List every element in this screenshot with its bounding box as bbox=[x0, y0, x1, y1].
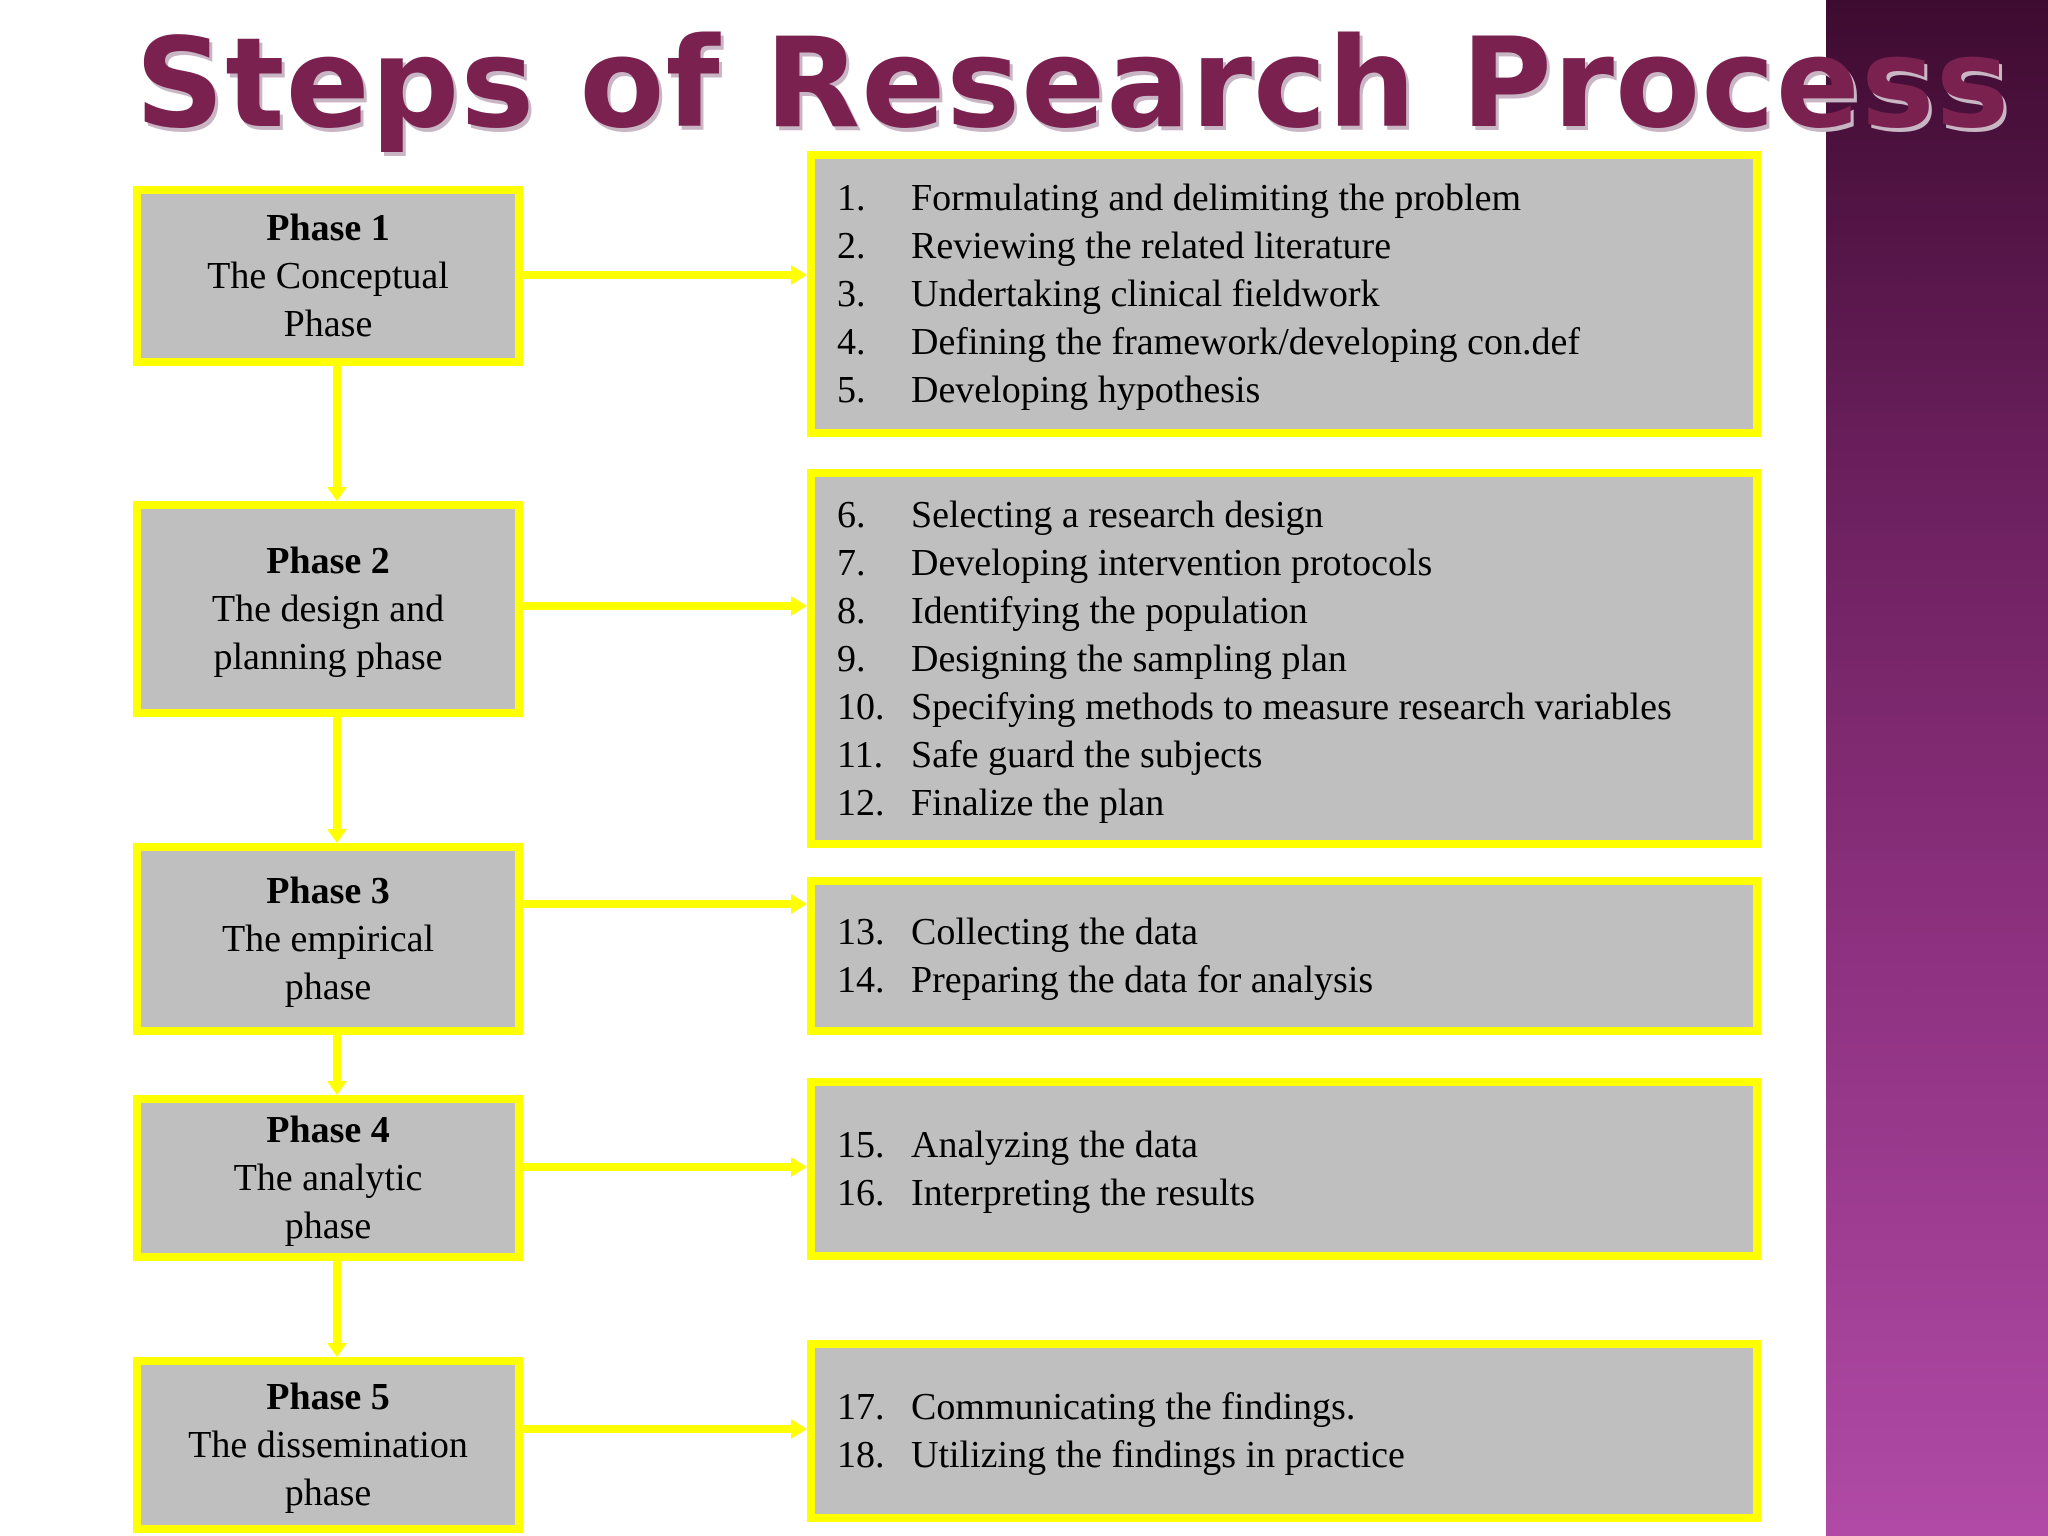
step-number: 18. bbox=[837, 1434, 885, 1476]
step-text: Safe guard the subjects bbox=[911, 733, 1263, 776]
phase-4-label: Phase 4 bbox=[266, 1109, 390, 1151]
phase-5-steps-box: 17. Communicating the findings. 18. Utilizi… bbox=[807, 1340, 1761, 1522]
arrow-head bbox=[327, 829, 347, 843]
arrow-head bbox=[791, 596, 807, 616]
step-number: 4. bbox=[837, 321, 866, 363]
phase-5-description: The dissemination phase bbox=[188, 1424, 468, 1514]
step-number: 5. bbox=[837, 369, 866, 411]
step-text: Communicating the findings. bbox=[911, 1386, 1356, 1428]
arrow-head bbox=[791, 894, 807, 914]
phase-3-steps-box: 13. Collecting the data 14. Preparing the d… bbox=[807, 877, 1761, 1035]
step-text: Identifying the population bbox=[911, 589, 1308, 632]
arrow-head bbox=[791, 1157, 807, 1177]
arrow-head bbox=[327, 1081, 347, 1095]
step-text: Reviewing the related literature bbox=[911, 225, 1392, 267]
step-text: Interpreting the results bbox=[911, 1172, 1256, 1214]
step-item: 1. Formulating and delimiting the problem bbox=[837, 174, 1753, 222]
phase-1-label: Phase 1 bbox=[266, 207, 390, 249]
step-text: Preparing the data for analysis bbox=[911, 959, 1374, 1001]
phase-1-steps-list: 1. Formulating and delimiting the problem… bbox=[837, 174, 1753, 414]
step-item: 7. Developing intervention protocols bbox=[837, 539, 1753, 587]
phase-5-box: Phase 5 The dissemination phase bbox=[133, 1357, 523, 1533]
phase-3-label: Phase 3 bbox=[266, 870, 390, 912]
phase-2-description: The design and planning phase bbox=[211, 588, 445, 678]
phase-2-steps-box: 6. Selecting a research design 7. Developin… bbox=[807, 469, 1761, 848]
step-number: 10. bbox=[837, 685, 885, 728]
page-title: Steps of Research Process bbox=[135, 12, 2011, 156]
step-text: Defining the framework/developing con.de… bbox=[911, 321, 1580, 363]
step-text: Developing hypothesis bbox=[911, 369, 1261, 411]
step-item: 16. Interpreting the results bbox=[837, 1169, 1753, 1217]
step-number: 13. bbox=[837, 911, 885, 953]
step-item: 13. Collecting the data bbox=[837, 908, 1753, 956]
step-number: 8. bbox=[837, 589, 866, 632]
step-number: 9. bbox=[837, 637, 866, 680]
step-item: 3. Undertaking clinical fieldwork bbox=[837, 270, 1753, 318]
phase-2-steps-list: 6. Selecting a research design 7. Developin… bbox=[837, 491, 1753, 827]
arrow-head bbox=[327, 1343, 347, 1357]
step-item: 14. Preparing the data for analysis bbox=[837, 956, 1753, 1004]
phase-4-box: Phase 4 The analytic phase bbox=[133, 1095, 523, 1261]
phase-3-description: The empirical phase bbox=[221, 918, 435, 1008]
step-number: 16. bbox=[837, 1172, 885, 1214]
step-text: Developing intervention protocols bbox=[911, 541, 1433, 584]
step-item: 17. Communicating the findings. bbox=[837, 1383, 1753, 1431]
phase-1-description: The Conceptual Phase bbox=[207, 255, 449, 345]
step-item: 18. Utilizing the findings in practice bbox=[837, 1431, 1753, 1479]
phase-5-label: Phase 5 bbox=[266, 1376, 390, 1418]
phase-4-steps-list: 15. Analyzing the data 16. Interpreting the… bbox=[837, 1121, 1753, 1217]
step-number: 6. bbox=[837, 493, 866, 536]
step-text: Selecting a research design bbox=[911, 493, 1324, 536]
step-number: 11. bbox=[837, 733, 884, 776]
step-number: 7. bbox=[837, 541, 866, 584]
phase-4-steps-box: 15. Analyzing the data 16. Interpreting the… bbox=[807, 1078, 1761, 1260]
step-text: Finalize the plan bbox=[911, 781, 1165, 824]
step-item: 9. Designing the sampling plan bbox=[837, 635, 1753, 683]
arrow-head bbox=[791, 265, 807, 285]
step-text: Specifying methods to measure research v… bbox=[911, 685, 1672, 728]
step-number: 3. bbox=[837, 273, 866, 315]
step-text: Analyzing the data bbox=[911, 1124, 1199, 1166]
phase-3-steps-list: 13. Collecting the data 14. Preparing the d… bbox=[837, 908, 1753, 1004]
step-item: 4. Defining the framework/developing con.… bbox=[837, 318, 1753, 366]
step-item: 2. Reviewing the related literature bbox=[837, 222, 1753, 270]
phase-1-box: Phase 1 The Conceptual Phase bbox=[133, 186, 523, 366]
decorative-side-band bbox=[1826, 0, 2048, 1536]
step-number: 2. bbox=[837, 225, 866, 267]
phase-3-box: Phase 3 The empirical phase bbox=[133, 843, 523, 1035]
step-text: Collecting the data bbox=[911, 911, 1199, 953]
step-number: 1. bbox=[837, 177, 866, 219]
arrow-head bbox=[327, 487, 347, 501]
step-number: 12. bbox=[837, 781, 885, 824]
step-item: 8. Identifying the population bbox=[837, 587, 1753, 635]
step-item: 6. Selecting a research design bbox=[837, 491, 1753, 539]
step-item: 15. Analyzing the data bbox=[837, 1121, 1753, 1169]
step-item: 5. Developing hypothesis bbox=[837, 366, 1753, 414]
step-number: 14. bbox=[837, 959, 885, 1001]
step-text: Undertaking clinical fieldwork bbox=[911, 273, 1380, 315]
step-item: 11. Safe guard the subjects bbox=[837, 731, 1753, 779]
step-text: Formulating and delimiting the problem bbox=[911, 177, 1522, 219]
arrow-head bbox=[791, 1419, 807, 1439]
phase-2-label: Phase 2 bbox=[266, 540, 390, 582]
phase-2-box: Phase 2 The design and planning phase bbox=[133, 501, 523, 717]
step-item: 10. Specifying methods to measure researc… bbox=[837, 683, 1753, 731]
step-number: 15. bbox=[837, 1124, 885, 1166]
phase-4-description: The analytic phase bbox=[233, 1157, 423, 1247]
step-item: 12. Finalize the plan bbox=[837, 779, 1753, 827]
phase-5-steps-list: 17. Communicating the findings. 18. Utilizi… bbox=[837, 1383, 1753, 1479]
step-text: Designing the sampling plan bbox=[911, 637, 1347, 680]
phase-1-steps-box: 1. Formulating and delimiting the problem… bbox=[807, 151, 1761, 437]
step-number: 17. bbox=[837, 1386, 885, 1428]
step-text: Utilizing the findings in practice bbox=[911, 1434, 1405, 1476]
